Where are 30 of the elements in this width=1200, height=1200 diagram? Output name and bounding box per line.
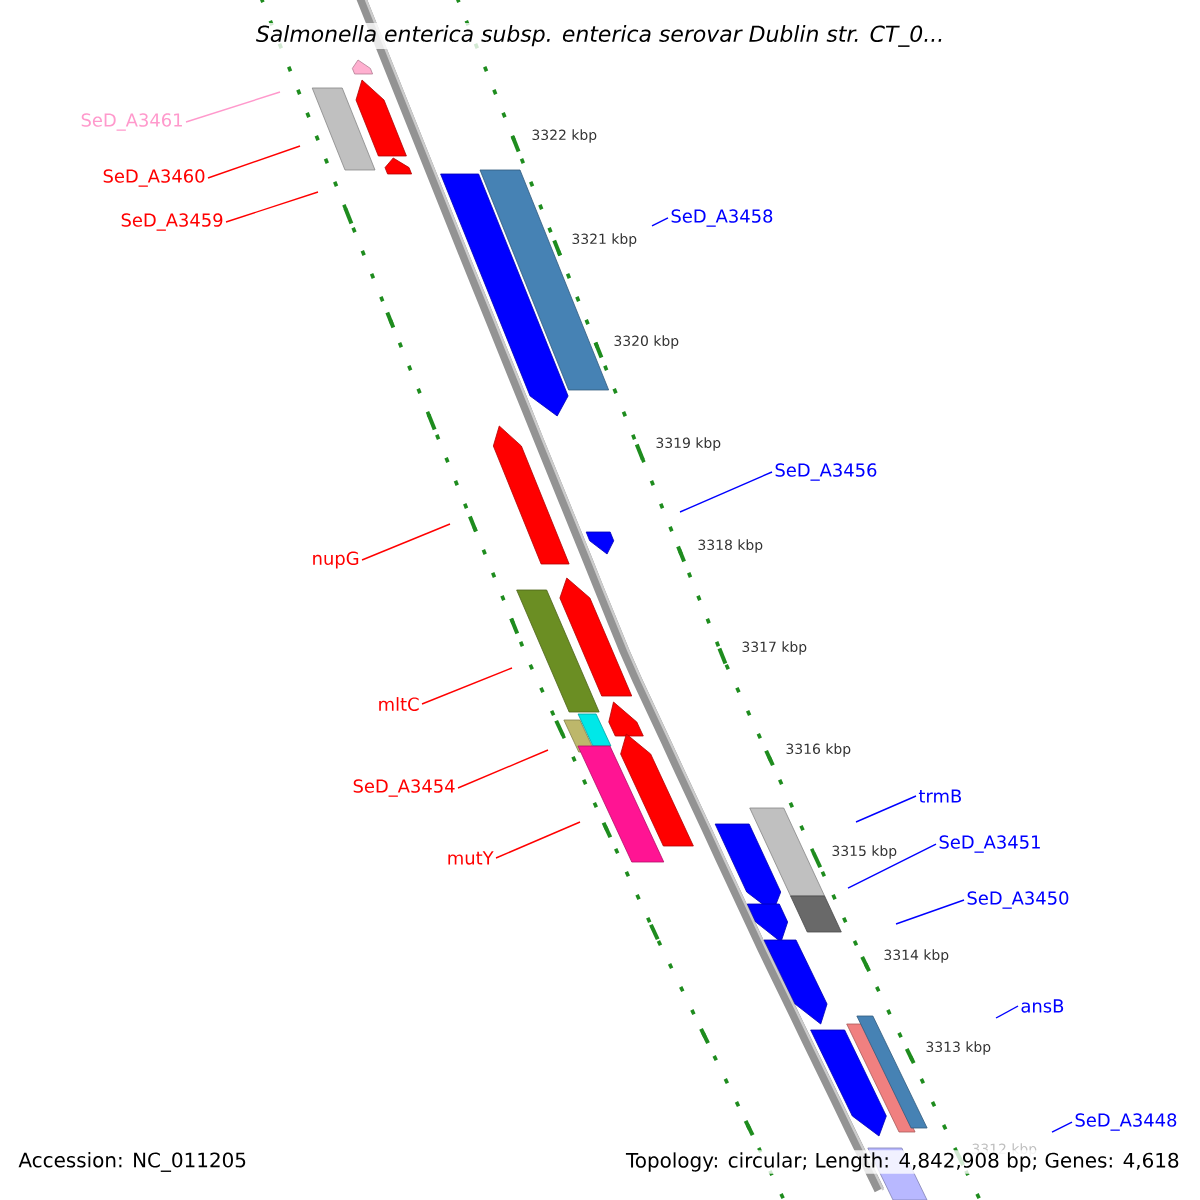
leader-line [457,749,549,789]
leader-line [225,191,319,223]
gene-label: SeD_A3451 [939,835,1040,853]
gene-label: SeD_A3456 [775,463,877,481]
gene-label: SeD_A3454 [353,779,455,797]
leader-line [361,523,451,561]
leader-line [855,795,917,823]
gene-label: mutY [448,851,494,865]
leader-line [651,217,669,227]
gene-label: SeD_A3448 [1075,1113,1177,1131]
leader-line [847,843,937,889]
accession-text: Accession: NC_011205 [16,1150,249,1174]
gene-label: ansB [1021,999,1064,1013]
leader-line [995,1005,1019,1019]
gene-label: SeD_A3450 [967,891,1069,909]
gene-label: mltC [379,697,419,711]
gene-label: SeD_A3460 [103,169,205,187]
gene-label: nupG [313,551,359,569]
leader-line [495,821,581,859]
gene-label: SeD_A3459 [121,213,223,231]
leader-line [185,91,281,123]
leader-line [1051,1121,1073,1133]
leader-line [207,145,301,179]
title: Salmonella enterica subsp. enterica serovar Dublin str. CT_0... [253,23,947,49]
leader-line [421,667,513,705]
gene-label: trmB [918,789,961,803]
leader-line [679,471,773,513]
leader-line [895,899,965,925]
gene-label: SeD_A3461 [81,113,182,131]
gene-label: SeD_A3458 [671,209,773,227]
